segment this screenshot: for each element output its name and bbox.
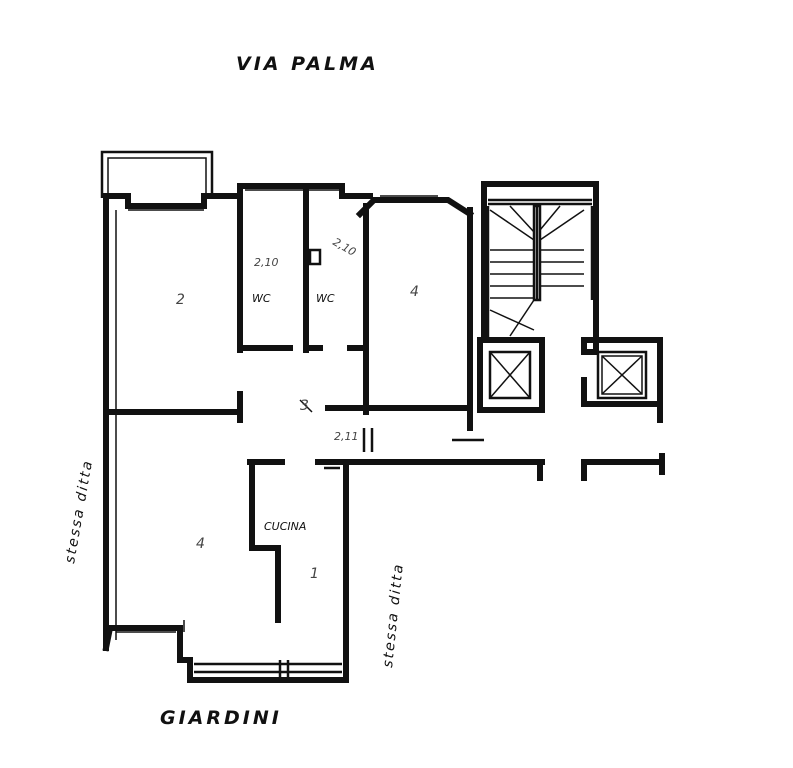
street-label: VIA PALMA <box>236 53 379 75</box>
kitchen-height-label: 1 <box>310 566 321 582</box>
wc-2-label: WC <box>316 292 335 305</box>
wc-2-height: 2,10 <box>331 235 359 259</box>
room-label-top-left: 2 <box>176 292 187 308</box>
neighbour-label-left: stessa ditta <box>62 458 96 565</box>
room-label-top-right: 4 <box>410 284 421 300</box>
door-marks <box>183 399 374 632</box>
elevator-right <box>581 337 663 423</box>
wc-1-height: 2,10 <box>254 256 279 269</box>
exterior-walls <box>102 183 475 683</box>
room-label-bottom-left: 4 <box>196 536 207 552</box>
balcony-top-left <box>100 150 214 198</box>
wc-1-label: WC <box>252 292 271 305</box>
garden-label: GIARDINI <box>160 707 282 729</box>
hall-label: 3 <box>300 398 311 414</box>
elevator-left <box>477 337 545 413</box>
neighbour-label-right: stessa ditta <box>380 562 407 668</box>
hall-height-label: 2,11 <box>334 430 359 443</box>
stairwell <box>481 181 599 355</box>
interior-walls <box>103 187 665 623</box>
kitchen-label: CUCINA <box>264 520 306 533</box>
